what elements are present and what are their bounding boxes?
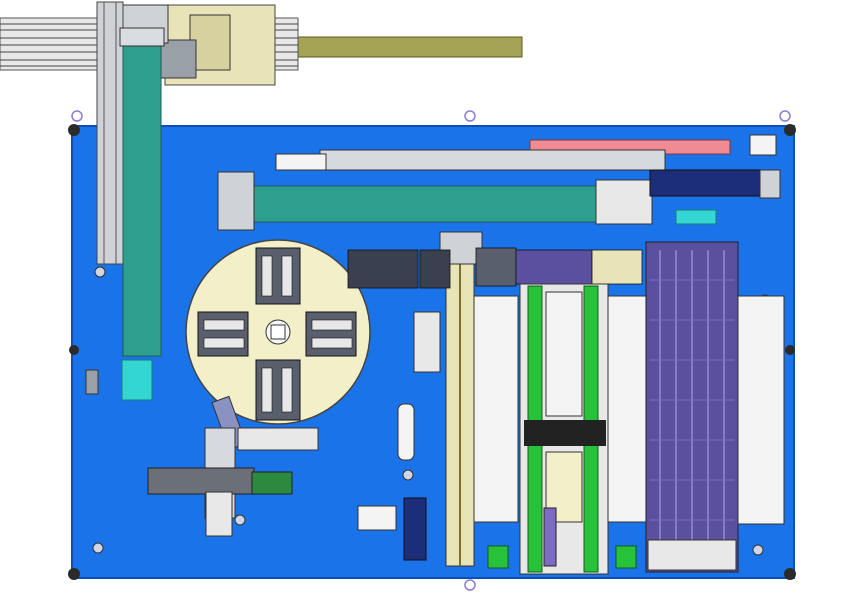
motor-assembly[interactable] — [147, 395, 415, 537]
rotary-table-icon[interactable] — [185, 239, 371, 425]
tray-stacker[interactable] — [645, 241, 785, 573]
track-pallet[interactable] — [545, 291, 583, 417]
navy-actuator — [403, 497, 427, 561]
station-row[interactable] — [347, 247, 643, 289]
right-end-box-2 — [759, 169, 781, 199]
right-dark-rail — [649, 169, 761, 197]
tray-rungs — [650, 279, 734, 521]
center-transfer[interactable] — [347, 231, 643, 567]
left-teal-belt[interactable] — [122, 37, 162, 357]
white-right-panel — [607, 295, 647, 523]
main-belt-cap — [595, 179, 653, 225]
upper-gray-rail[interactable] — [319, 149, 666, 171]
top-feed-conveyor[interactable] — [0, 4, 523, 86]
left-belt-head — [119, 27, 165, 47]
motor-end — [251, 471, 293, 495]
motor-housing[interactable] — [147, 467, 255, 495]
tray-lanes — [659, 250, 725, 540]
tray-side-panel — [737, 295, 785, 525]
left-cyan-block — [121, 359, 153, 401]
green-box-right — [615, 545, 637, 569]
gripper-bracket — [237, 427, 319, 451]
top-gantry-inner — [189, 14, 231, 71]
left-vertical-gantry[interactable] — [85, 1, 165, 401]
olive-guide-bar — [291, 36, 523, 58]
main-belt-frame — [217, 171, 255, 231]
main-teal-belt[interactable] — [247, 185, 649, 223]
purple-slide — [543, 507, 557, 567]
right-cyan-block — [675, 209, 717, 225]
white-slot — [397, 403, 415, 461]
foot-circle-icon — [68, 110, 796, 591]
top-horizontal-rails[interactable] — [217, 134, 781, 231]
white-pad — [357, 505, 397, 531]
dark-comb — [524, 420, 606, 446]
upper-white-block — [275, 153, 327, 171]
right-end-box — [749, 134, 777, 156]
top-motor-block — [159, 39, 197, 79]
green-box-left — [487, 545, 509, 569]
tray-base — [647, 539, 737, 571]
green-track-conveyor[interactable] — [487, 283, 647, 575]
white-side-panel — [473, 295, 519, 523]
left-small-gray — [85, 369, 99, 395]
motor-base — [205, 491, 233, 537]
small-station — [413, 311, 441, 373]
left-gantry-rail — [96, 1, 124, 265]
